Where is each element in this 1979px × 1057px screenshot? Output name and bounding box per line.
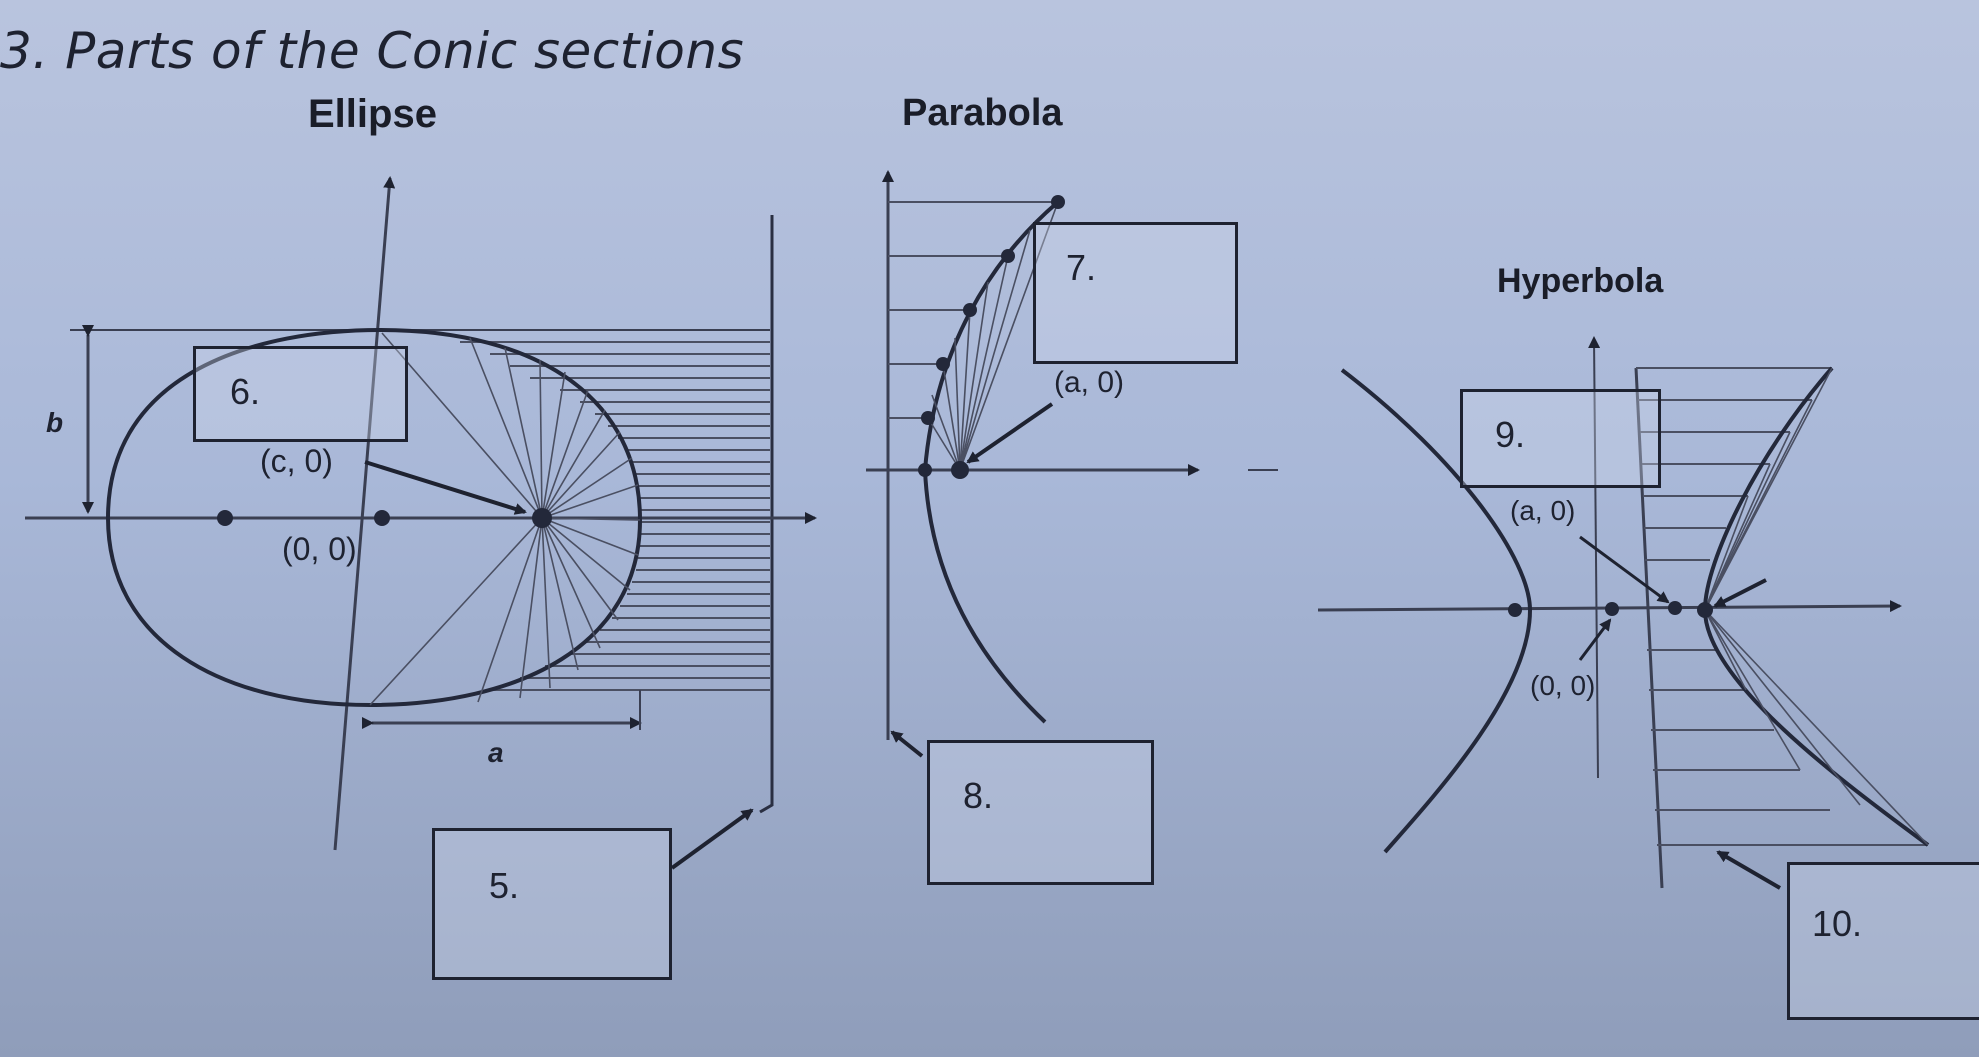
ellipse-a-label: a <box>488 737 504 768</box>
box8-pointer-arrow <box>890 730 924 758</box>
answer-box-9-number: 9. <box>1495 414 1526 455</box>
ellipse-heading: Ellipse <box>308 92 437 136</box>
hyperbola-center-point <box>1605 602 1619 616</box>
answer-box-7-number: 7. <box>1066 247 1097 288</box>
ellipse-vertex-point <box>217 510 233 526</box>
hyperbola-a0-pointer <box>1579 535 1670 604</box>
ellipse-directrix <box>759 215 774 814</box>
hyperbola-left-branch <box>1340 368 1533 854</box>
parabola-figure: (a, 0) <box>866 170 1278 758</box>
hyperbola-vertex-point <box>1668 601 1682 615</box>
parabola-point-4 <box>936 357 950 371</box>
parabola-point-5 <box>921 411 935 425</box>
parabola-hatching <box>888 201 1058 419</box>
parabola-focus-point <box>951 461 969 479</box>
parabola-point-2 <box>1001 249 1015 263</box>
parabola-focal-rays <box>927 201 1059 471</box>
hyperbola-a0-label: (a, 0) <box>1510 495 1575 526</box>
hyperbola-y-axis <box>1588 336 1601 779</box>
hyperbola-heading: Hyperbola <box>1497 262 1664 300</box>
ellipse-origin-label: (0, 0) <box>282 531 357 567</box>
answer-box-8[interactable]: 8. <box>927 740 1154 885</box>
ellipse-b-label: b <box>46 407 63 438</box>
ellipse-center-point <box>374 510 390 526</box>
box10-pointer-arrow <box>1716 850 1782 890</box>
parabola-a0-label: (a, 0) <box>1054 366 1124 399</box>
a0-pointer-arrow <box>966 402 1054 464</box>
ellipse-y-axis <box>333 176 396 851</box>
page-title: 3. Parts of the Conic sections <box>0 22 745 80</box>
answer-box-10[interactable]: 10. <box>1787 862 1979 1020</box>
answer-box-10-number: 10. <box>1812 903 1863 944</box>
ellipse-focal-rays <box>369 332 641 706</box>
parabola-vertex-point <box>918 463 932 477</box>
ellipse-focus-point <box>532 508 552 528</box>
hyperbola-focal-rays <box>1704 367 1929 846</box>
hyperbola-hatching <box>1636 367 1928 846</box>
parabola-heading: Parabola <box>902 92 1063 134</box>
answer-box-5-number: 5. <box>489 865 520 906</box>
hyperbola-focus-pointer <box>1713 578 1767 608</box>
answer-box-9[interactable]: 9. <box>1460 389 1661 488</box>
hyperbola-origin-label: (0, 0) <box>1530 670 1595 701</box>
hyperbola-directrix <box>1634 367 1664 889</box>
box5-pointer-arrow <box>670 808 754 870</box>
answer-box-6-number: 6. <box>230 371 261 412</box>
parabola-point-3 <box>963 303 977 317</box>
hyperbola-origin-pointer <box>1578 618 1612 661</box>
answer-box-5[interactable]: 5. <box>432 828 672 980</box>
ellipse-c0-label: (c, 0) <box>260 443 333 479</box>
hyperbola-figure: (a, 0) (0, 0) <box>1317 336 1930 890</box>
answer-box-6[interactable]: 6. <box>193 346 408 442</box>
hyperbola-focus-point <box>1697 602 1713 618</box>
ellipse-figure: (c, 0) (0, 0) b a <box>25 176 817 870</box>
hyperbola-left-focus <box>1508 603 1522 617</box>
ellipse-directrix-hatching <box>430 329 770 691</box>
c0-pointer-arrow <box>364 460 527 515</box>
answer-box-8-number: 8. <box>963 775 994 816</box>
parabola-point-1 <box>1051 195 1065 209</box>
answer-box-7[interactable]: 7. <box>1033 222 1238 364</box>
